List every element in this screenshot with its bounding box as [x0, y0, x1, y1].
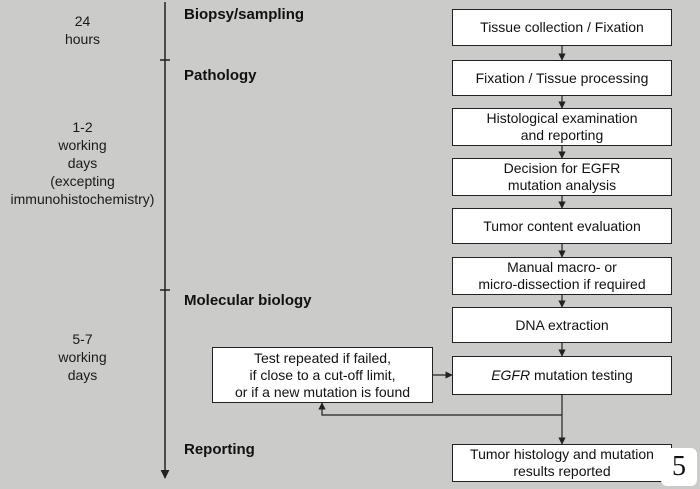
timeline-text: working — [58, 349, 107, 365]
retest-text: or if a new mutation is found — [234, 383, 411, 400]
timeline-text: immunohistochemistry) — [10, 191, 155, 207]
step-text-rest: mutation testing — [530, 367, 633, 383]
egfr-italic: EGFR — [491, 367, 531, 383]
stage-label-reporting: Reporting — [184, 441, 255, 458]
timeline-24-hours: 24 hours — [0, 12, 165, 48]
step-decision-egfr: Decision for EGFR mutation analysis — [452, 158, 672, 196]
timeline-text: hours — [64, 31, 101, 47]
step-text: Tumor histology and mutation — [470, 446, 654, 462]
timeline-text: days — [67, 367, 98, 383]
step-dissection: Manual macro- or micro-dissection if req… — [452, 257, 672, 295]
step-tumor-content: Tumor content evaluation — [452, 208, 672, 244]
step-dna-extraction: DNA extraction — [452, 307, 672, 343]
step-text: Histological examination — [486, 110, 638, 126]
arrow-feedback-loop — [318, 402, 562, 416]
timeline-text: 5-7 — [72, 331, 93, 347]
retest-text: Test repeated if failed, — [254, 349, 391, 366]
step-text: micro-dissection if required — [478, 276, 646, 292]
step-tissue-collection: Tissue collection / Fixation — [452, 9, 672, 46]
stage-label-pathology: Pathology — [184, 67, 257, 84]
step-text: and reporting — [520, 127, 604, 143]
step-results-reported: Tumor histology and mutation results rep… — [452, 444, 672, 482]
step-text: Manual macro- or — [507, 259, 617, 275]
step-text: results reported — [513, 463, 611, 479]
step-text: EGFR mutation testing — [491, 367, 633, 384]
step-mutation-testing: EGFR mutation testing — [452, 356, 672, 395]
timeline-text: 24 — [74, 13, 91, 29]
step-fixation-processing: Fixation / Tissue processing — [452, 60, 672, 96]
retest-box: Test repeated if failed, if close to a c… — [212, 347, 433, 403]
timeline-text: working — [58, 137, 107, 153]
step-text: Fixation / Tissue processing — [475, 69, 649, 86]
step-text: DNA extraction — [515, 316, 609, 333]
page-number: 5 — [661, 448, 697, 486]
timeline-text: (excepting — [50, 173, 115, 189]
timeline-1-2-days: 1-2 working days (excepting immunohistoc… — [0, 118, 165, 208]
step-text: Tissue collection / Fixation — [480, 19, 644, 35]
timeline-text: days — [67, 155, 98, 171]
step-histological-examination: Histological examination and reporting — [452, 108, 672, 146]
step-text: mutation analysis — [507, 177, 617, 193]
stage-label-molecular-biology: Molecular biology — [184, 292, 312, 309]
step-text: Tumor content evaluation — [483, 217, 641, 234]
timeline-5-7-days: 5-7 working days — [0, 330, 165, 384]
stage-label-biopsy: Biopsy/sampling — [184, 6, 305, 23]
retest-text: if close to a cut-off limit, — [249, 366, 396, 383]
step-text: Decision for EGFR — [503, 160, 621, 176]
timeline-text: 1-2 — [72, 119, 93, 135]
